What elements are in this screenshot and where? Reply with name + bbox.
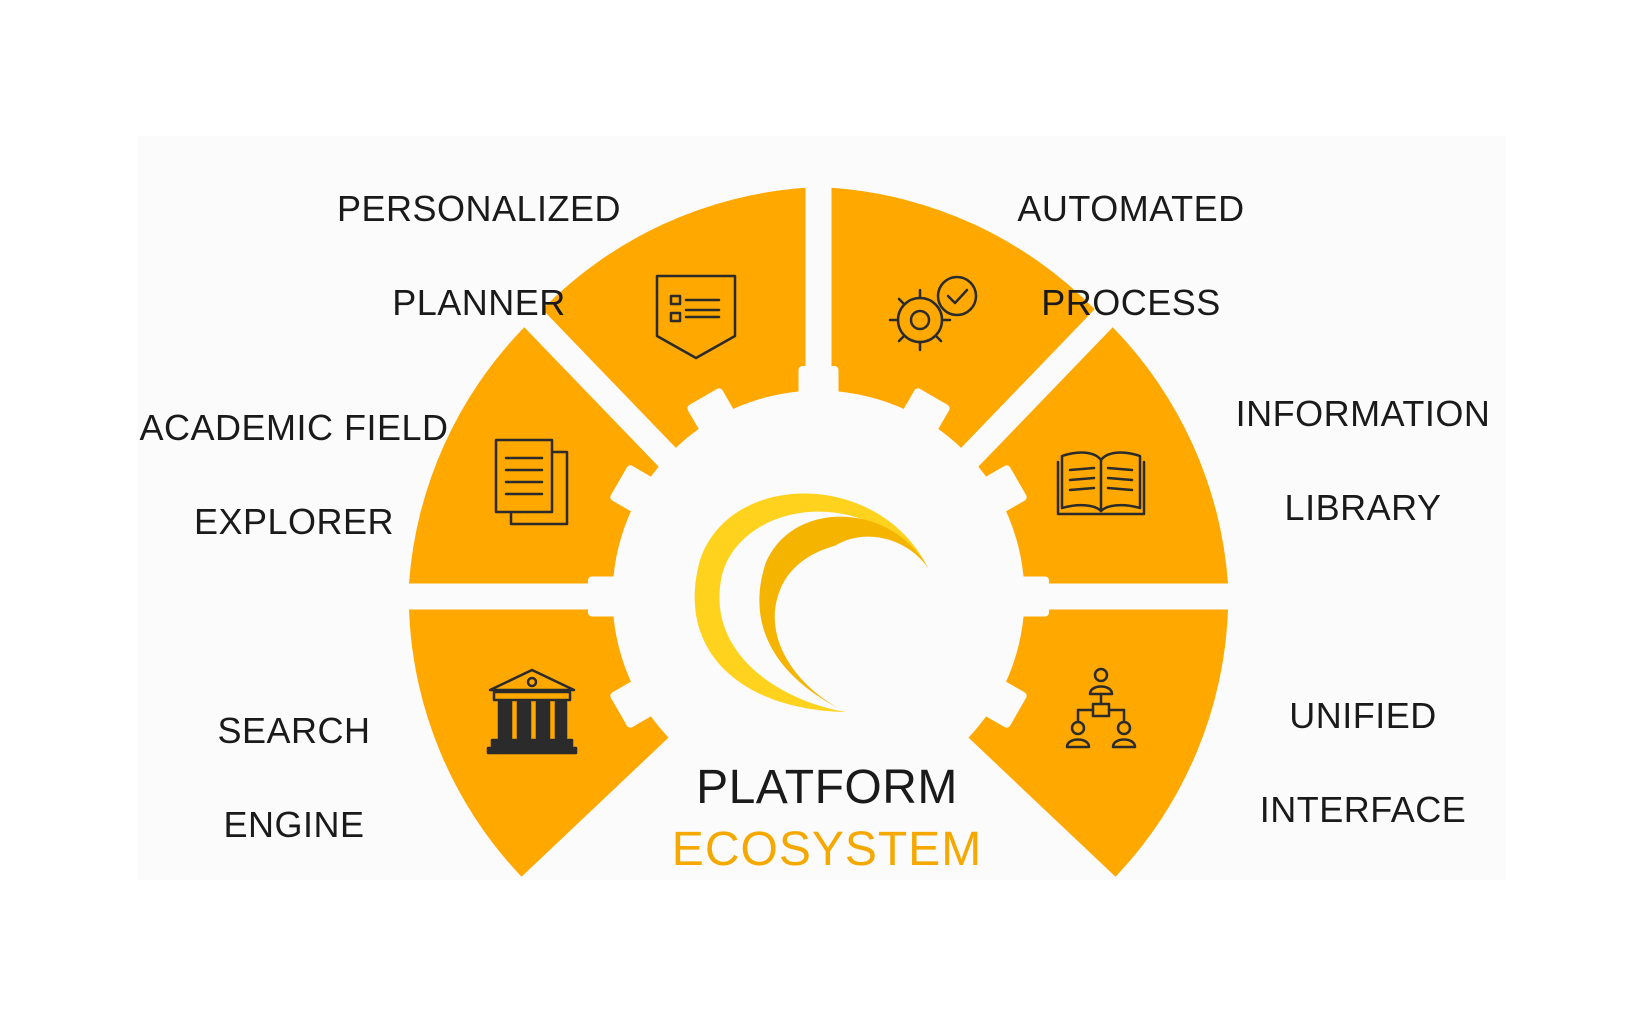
segment-unified-interface <box>952 609 1228 877</box>
segment-information-library <box>954 327 1228 584</box>
documents-icon <box>494 438 569 526</box>
checklist-icon <box>655 274 737 360</box>
label-information-library: INFORMATION LIBRARY <box>1173 343 1553 578</box>
segment-personalized-planner <box>542 187 806 474</box>
label-academic-field-explorer: ACADEMIC FIELD EXPLORER <box>104 357 484 592</box>
label-unified-interface: UNIFIED INTERFACE <box>1173 645 1553 880</box>
gear-check-icon <box>888 275 978 352</box>
swoosh-logo <box>694 493 928 712</box>
label-line: UNIFIED <box>1289 695 1437 736</box>
org-chart-icon <box>1065 667 1137 749</box>
open-book-icon <box>1056 451 1146 516</box>
label-line: LIBRARY <box>1284 487 1442 528</box>
institution-icon <box>486 668 578 755</box>
label-line: PROCESS <box>1041 282 1221 323</box>
label-line: EXPLORER <box>193 501 395 542</box>
label-line: ACADEMIC FIELD <box>139 407 449 448</box>
center-title-platform: PLATFORM <box>696 761 958 814</box>
label-personalized-planner: PERSONALIZED PLANNER <box>289 138 669 373</box>
center-title-ecosystem: ECOSYSTEM <box>671 823 983 876</box>
label-line: INFORMATION <box>1235 393 1491 434</box>
label-line: ENGINE <box>223 804 365 845</box>
label-line: PERSONALIZED <box>336 188 622 229</box>
label-line: AUTOMATED <box>1017 188 1245 229</box>
label-line: SEARCH <box>217 710 371 751</box>
label-line: PLANNER <box>392 282 566 323</box>
label-search-engine: SEARCH ENGINE <box>104 660 484 895</box>
label-automated-process: AUTOMATED PROCESS <box>941 138 1321 373</box>
label-line: INTERFACE <box>1259 789 1467 830</box>
segment-automated-process <box>831 187 1095 474</box>
